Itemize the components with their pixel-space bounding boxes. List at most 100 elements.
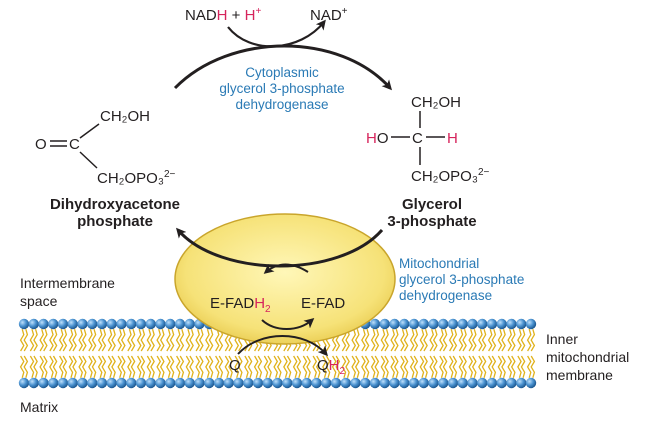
svg-text:CH₂OPO₃2−: CH₂OPO₃2− [411,167,489,185]
mito-enzyme-line3: dehydrogenase [399,288,492,303]
lipid-tail [195,355,201,378]
phospholipid-head [369,318,381,330]
lipid-tail [331,355,337,378]
lipid-tail [400,355,405,378]
lipid-tail [361,355,366,378]
phospholipid-head [38,377,49,389]
lipid-tail [491,329,497,352]
lipid-tail [68,355,74,378]
phospholipid-head [291,377,303,389]
lipid-tail [325,355,331,378]
phospholipid-head [506,377,517,389]
lipid-tail [409,329,415,352]
phospholipid-head [77,377,88,389]
phospholipid-head [184,377,195,389]
inner-membrane-line3: membrane [546,367,613,383]
lipid-tail [497,329,503,352]
lipid-tail [409,355,415,378]
lipid-tail [432,355,438,378]
lipid-tail [497,355,503,378]
lipid-tail [481,355,487,378]
lipid-tail [354,355,360,378]
mitochondrial-enzyme-ellipse [174,213,396,345]
phospholipid-head [77,318,88,330]
phospholipid-head [301,377,312,389]
lipid-tail [458,355,464,378]
lipid-tail [510,329,516,352]
cytoplasmic-enzyme-line2: glycerol 3-phosphate [219,81,344,96]
matrix-label: Matrix [20,399,58,415]
lipid-tail [413,355,419,378]
phospholipid-head [106,377,117,389]
lipid-tail [127,355,132,378]
lipid-tail [169,355,175,378]
lipid-tail [292,355,298,378]
lipid-tail [478,329,483,352]
lipid-tail [81,329,87,352]
lipid-tail [208,355,214,378]
phospholipid-head [379,318,390,330]
lipid-tail [107,329,113,352]
phospholipid-head [496,318,507,330]
lipid-tail [341,355,347,378]
lipid-tail [101,355,107,378]
phospholipid-head [116,377,127,389]
quinol-qh2-label: QH2 [317,357,346,377]
lipid-tail [156,355,162,378]
lipid-tail [140,355,146,378]
lipid-tail [136,355,142,378]
lipid-tail [374,355,380,378]
phospholipid-head [428,318,439,330]
lipid-tail [263,355,269,378]
lipid-tail [29,329,35,352]
lipid-tail [458,329,464,352]
lipid-tail [296,355,302,378]
lipid-tail [286,355,292,378]
phospholipid-head [360,377,371,389]
svg-text:CH₂OPO₃2−: CH₂OPO₃2− [97,169,175,187]
phospholipid-head [194,377,205,389]
lipid-tail [419,355,425,378]
lipid-tail [487,355,493,378]
lipid-tail [520,355,526,378]
lipid-tail [52,355,58,378]
lipid-tail [393,329,399,352]
phospholipid-head [418,318,429,330]
phospholipid-head [369,377,381,389]
lipid-tail [413,329,419,352]
phospholipid-head [516,318,527,330]
lipid-tail [526,329,532,352]
phospholipid-head [457,377,468,389]
lipid-tail [345,355,350,378]
phospholipid-head [184,318,195,330]
lipid-tail [364,355,370,378]
lipid-tail [214,355,220,378]
phospholipid-head [496,377,507,389]
phospholipid-head [243,377,254,389]
dhap-name-line2: phosphate [77,213,153,230]
lipid-tail [72,355,77,378]
lipid-tail [23,329,29,352]
lipid-tail [419,329,425,352]
dhap-structure: CH₂OH O C CH₂OPO₃2− [35,108,175,187]
phospholipid-head [438,377,449,389]
lipid-tail [166,355,171,378]
e-fadh2-label: E-FADH2 [210,295,271,315]
phospholipid-head [525,377,537,389]
lipid-tail [91,355,97,378]
lipid-tail [351,329,357,352]
lipid-tail [253,355,259,378]
glycerol-name-line1: Glycerol [402,196,462,213]
lipid-tail [62,329,68,352]
lipid-tail [432,329,438,352]
lipid-tail [507,329,513,352]
phospholipid-head [145,318,156,330]
phospholipid-head [477,377,488,389]
phospholipid-head [135,318,147,330]
lipid-tail [429,355,435,378]
lipid-tail [189,329,194,352]
lipid-tail [462,329,467,352]
phospholipid-head [28,377,39,389]
phospholipid-head [399,318,410,330]
lipid-tail [150,355,155,378]
